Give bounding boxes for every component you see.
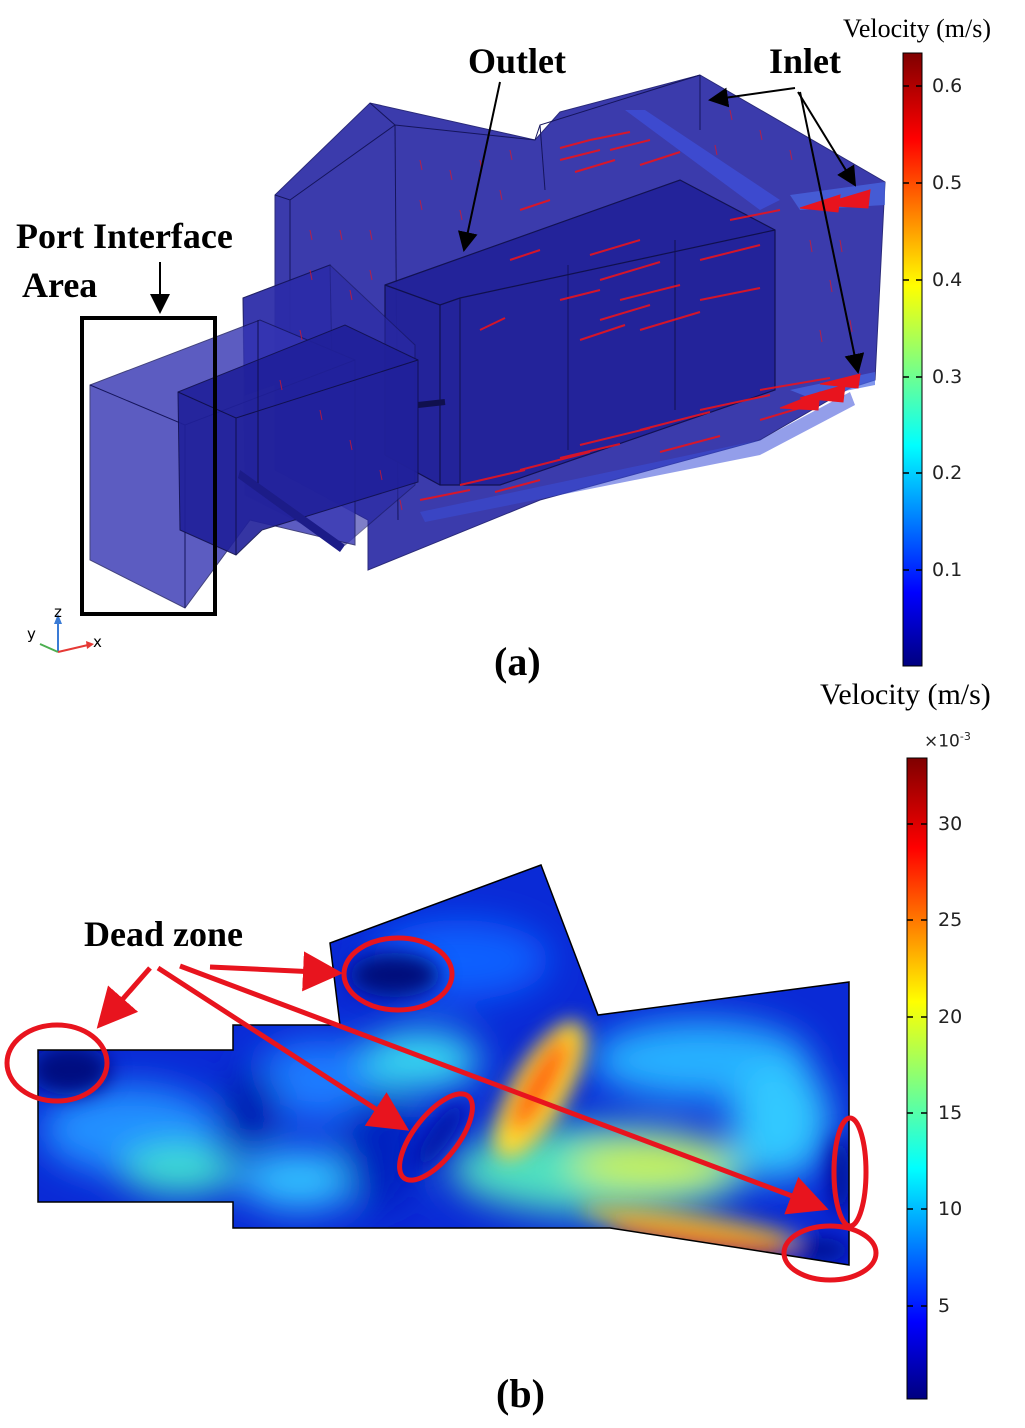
- colorbar-b-tick: 30: [938, 813, 963, 835]
- dead-zone-markers: [4, 935, 879, 1283]
- colorbar-b-multiplier: ×10-3: [924, 730, 971, 752]
- colorbar-b-tick: 5: [938, 1295, 951, 1317]
- velocity-arrows: [279, 109, 871, 511]
- port-interface-label-line2: Area: [22, 265, 98, 305]
- axis-z-label: z: [54, 603, 62, 621]
- panel-b-label: (b): [496, 1371, 545, 1416]
- axis-x-label: x: [93, 633, 102, 651]
- port-box-inner: [177, 324, 419, 556]
- slice-outline: [37, 864, 850, 1266]
- panel-a-label: (a): [494, 639, 541, 684]
- colorbar-a-tick: 0.4: [932, 269, 963, 291]
- colorbar-a-tick: 0.5: [932, 172, 963, 194]
- panel-b-velocity-map: [4, 757, 928, 1400]
- colorbar-b-title: Velocity (m/s): [820, 678, 991, 711]
- colorbar-b-tick: 25: [938, 909, 963, 931]
- outlet-label: Outlet: [468, 41, 566, 81]
- colorbar-b: [906, 757, 928, 1400]
- colorbar-a-tick: 0.3: [932, 366, 963, 388]
- panel-a-3d-domain: [39, 52, 923, 667]
- port-interface-box: [80, 316, 217, 616]
- annotation-arrows-a: [150, 81, 865, 374]
- colorbar-a: [902, 52, 923, 667]
- dead-zone-label: Dead zone: [84, 914, 243, 954]
- colorbar-a-title: Velocity (m/s): [843, 14, 992, 43]
- axis-triad: [39, 614, 94, 653]
- dead-zone-arrows: [96, 951, 829, 1215]
- colorbar-a-tick: 0.2: [932, 462, 963, 484]
- inlet-label: Inlet: [769, 41, 841, 81]
- port-interface-label-line1: Port Interface: [16, 216, 233, 256]
- colorbar-b-tick: 20: [938, 1006, 963, 1028]
- axis-y-label: y: [27, 625, 36, 643]
- colorbar-b-tick: 10: [938, 1198, 963, 1220]
- colorbar-a-tick: 0.6: [932, 75, 963, 97]
- colorbar-b-tick: 15: [938, 1102, 963, 1124]
- colorbar-a-tick: 0.1: [932, 559, 963, 581]
